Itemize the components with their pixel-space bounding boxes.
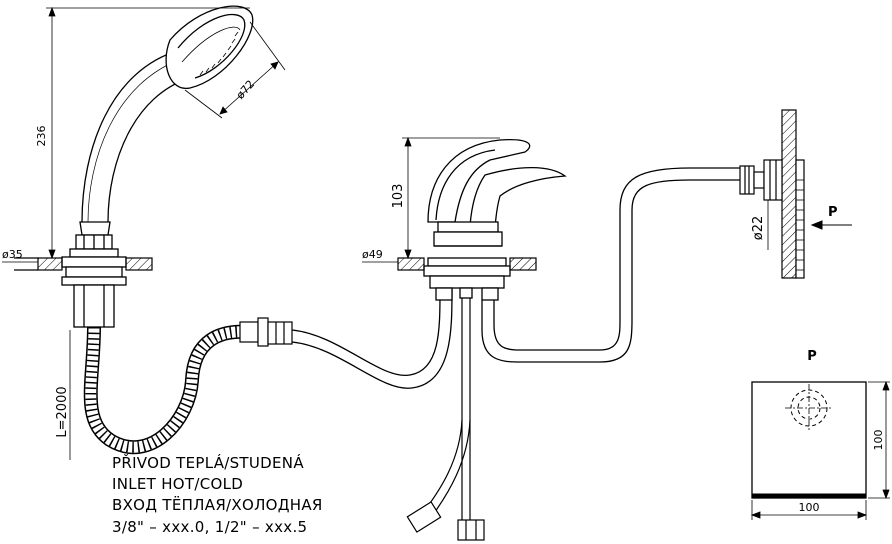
dim-plate-height bbox=[868, 380, 890, 500]
inlet-nuts bbox=[406, 501, 485, 541]
dim-mixer-base-label: ø49 bbox=[362, 248, 383, 261]
hand-shower bbox=[61, 5, 254, 328]
supply-pipe-left bbox=[291, 289, 453, 389]
view-arrow-label: P bbox=[828, 205, 838, 220]
view-title: P bbox=[807, 349, 817, 364]
dim-mixer-height bbox=[402, 136, 500, 260]
deck-plate-mid bbox=[397, 257, 537, 271]
dim-mixer-height-label: 103 bbox=[391, 184, 406, 209]
inlet-note: PŘIVOD TEPLÁ/STUDENÁ INLET HOT/COLD ВХОД… bbox=[112, 453, 323, 536]
shower-handle-inner bbox=[107, 77, 191, 223]
shower-handle-outer bbox=[81, 49, 181, 223]
dim-shower-base-label: ø35 bbox=[2, 248, 23, 261]
note-line-russian: ВХОД ТЁПЛАЯ/ХОЛОДНАЯ bbox=[112, 495, 323, 514]
dim-plate-width bbox=[750, 500, 868, 520]
note-line-threads: 3/8" – xxx.0, 1/2" – xxx.5 bbox=[112, 518, 307, 536]
deck-plate-left bbox=[14, 257, 153, 271]
dim-hose-length-label: L=2000 bbox=[55, 386, 70, 437]
wall-outlet bbox=[739, 109, 805, 279]
supply-pipe-right bbox=[481, 167, 740, 363]
dim-plate-height-label: 100 bbox=[872, 430, 885, 451]
note-line-czech: PŘIVOD TEPLÁ/STUDENÁ bbox=[112, 453, 304, 472]
bath-mixer bbox=[423, 139, 567, 301]
shower-hose bbox=[83, 324, 249, 455]
dim-shower-height-label: 236 bbox=[35, 126, 48, 147]
hose-coupling bbox=[239, 317, 293, 347]
dim-plate-width-label: 100 bbox=[799, 501, 820, 514]
dim-wall-outlet-label: ø22 bbox=[751, 216, 766, 241]
view-arrow bbox=[810, 220, 852, 230]
note-line-english: INLET HOT/COLD bbox=[112, 475, 243, 493]
wall-plate-view bbox=[751, 381, 867, 499]
dim-shower-height bbox=[46, 6, 250, 260]
inlet-pipes bbox=[424, 298, 471, 520]
shower-head bbox=[165, 5, 254, 89]
dim-head-dia bbox=[184, 21, 286, 119]
